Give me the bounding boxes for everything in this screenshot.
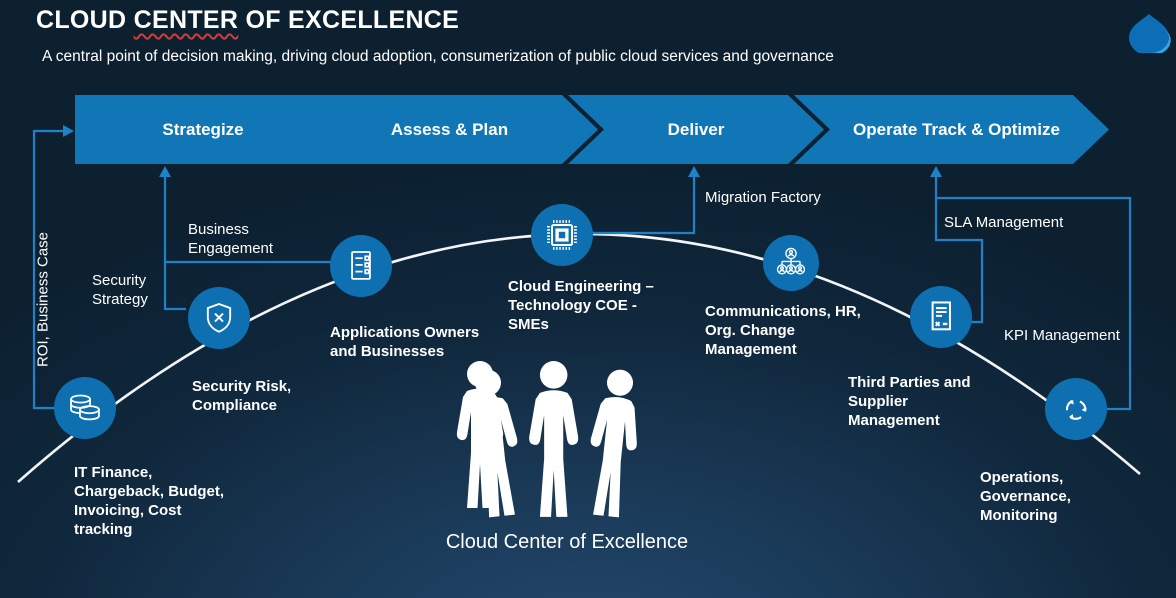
spade-brand-logo xyxy=(1129,13,1171,53)
label-it-finance: IT Finance, Chargeback, Budget, Invoicin… xyxy=(74,464,225,538)
node-applications-owners xyxy=(330,235,392,297)
process-step-assess-plan: Assess & Plan xyxy=(301,95,598,164)
person-center xyxy=(529,361,579,517)
chip-icon xyxy=(547,220,577,250)
label-applications-owners: Applications Owners and Businesses xyxy=(330,324,480,360)
label-roi-business-case: ROI, Business Case xyxy=(34,231,52,368)
process-step-label: Operate Track & Optimize xyxy=(853,120,1060,139)
label-operations: Operations, Governance, Monitoring xyxy=(980,469,1071,524)
process-step-strategize: Strategize xyxy=(75,95,357,164)
label-third-parties: Third Parties and Supplier Management xyxy=(848,374,971,429)
label-security-risk: Security Risk, Compliance xyxy=(192,378,292,414)
node-it-finance xyxy=(54,377,116,439)
node-third-parties xyxy=(910,286,972,348)
title-part-post: OF EXCELLENCE xyxy=(238,6,460,34)
node-cloud-engineering xyxy=(531,204,593,266)
shield-icon xyxy=(206,303,232,333)
label-migration-factory: Migration Factory xyxy=(705,189,821,206)
node-security-risk xyxy=(188,287,250,349)
label-business-engagement: Business Engagement xyxy=(188,221,274,257)
checklist-icon xyxy=(351,251,371,280)
node-communications-hr xyxy=(763,235,819,291)
page-subtitle: A central point of decision making, driv… xyxy=(42,48,834,65)
person-right xyxy=(582,367,645,519)
title-part-pre: CLOUD xyxy=(36,6,134,34)
process-step-deliver: Deliver xyxy=(568,95,824,164)
migration-factory-arrowhead xyxy=(688,166,700,177)
sync-icon xyxy=(1063,398,1087,424)
label-communications-hr: Communications, HR, Org. Change Manageme… xyxy=(705,303,861,358)
security-strategy-arrowhead xyxy=(159,166,171,177)
people-silhouettes xyxy=(456,361,645,519)
sla-management-arrowhead xyxy=(930,166,942,177)
node-operations xyxy=(1045,378,1107,440)
process-step-label: Strategize xyxy=(162,120,244,139)
roi-arrowhead xyxy=(63,125,74,137)
center-caption: Cloud Center of Excellence xyxy=(445,531,689,553)
title-part-spellchecked: CENTER xyxy=(133,6,239,34)
label-kpi-management: KPI Management xyxy=(1004,327,1120,344)
contract-icon xyxy=(931,301,951,331)
page-title: CLOUD CENTER OF EXCELLENCE xyxy=(36,6,459,35)
security-strategy-connector-line xyxy=(163,176,186,311)
migration-factory-connector-line xyxy=(592,176,696,235)
org-chart-icon xyxy=(776,247,806,275)
process-step-operate-track-optimize: Operate Track & Optimize xyxy=(794,95,1109,164)
label-cloud-engineering: Cloud Engineering – Technology COE - SME… xyxy=(508,278,654,333)
label-sla-management: SLA Management xyxy=(944,214,1064,231)
process-step-label: Deliver xyxy=(667,120,725,139)
coins-icon xyxy=(70,394,100,421)
label-security-strategy: Security Strategy xyxy=(92,272,148,308)
process-step-label: Assess & Plan xyxy=(390,120,509,139)
